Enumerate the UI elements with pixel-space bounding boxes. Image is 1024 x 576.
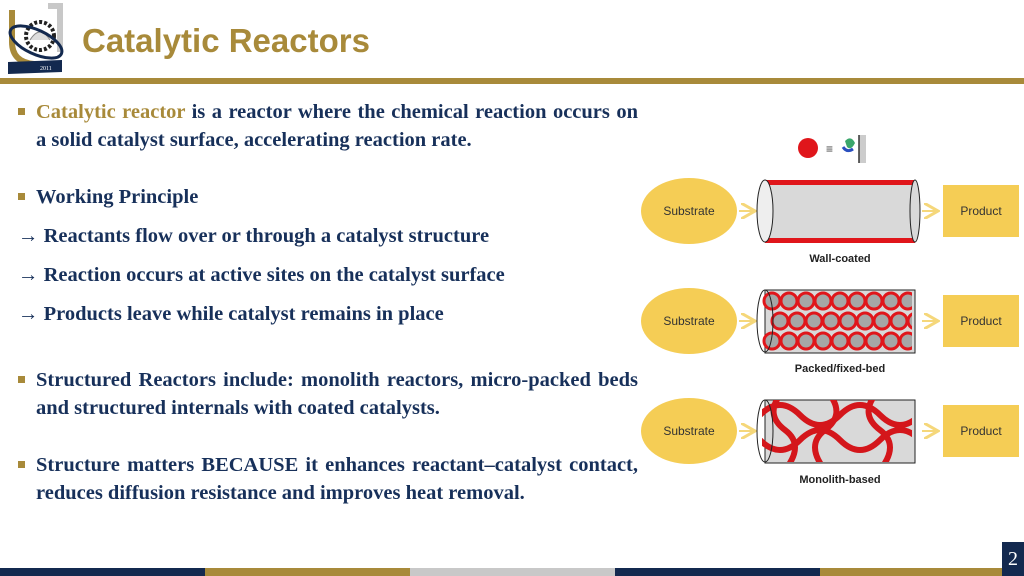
bullet-structure-matters: Structure matters BECAUSE it enhances re…	[16, 451, 638, 507]
university-logo: 2011	[8, 3, 64, 74]
catalyst-bead	[847, 331, 867, 351]
catalyst-bead	[881, 291, 901, 311]
catalyst-bead	[813, 331, 833, 351]
catalyst-bead	[881, 331, 901, 351]
reactor-diagram: ≡ Substrate Product Wall-coated Substrat…	[641, 135, 1019, 486]
catalyst-bead	[787, 311, 807, 331]
catalyst-bead	[864, 291, 884, 311]
catalyst-bead	[838, 311, 858, 331]
substrate-label: Substrate	[663, 424, 715, 438]
product-label: Product	[960, 424, 1002, 438]
step-3: → Products leave while catalyst remains …	[18, 303, 444, 325]
wall-coated-label: Wall-coated	[809, 253, 870, 265]
catalyst-bead	[779, 331, 799, 351]
packed-bed-row: Substrate Product Packed/fixed-bed	[641, 288, 1019, 375]
catalyst-bead	[847, 291, 867, 311]
catalyst-bead	[779, 291, 799, 311]
catalyst-bead	[796, 331, 816, 351]
monolith-label: Monolith-based	[799, 474, 880, 486]
bullet-structured-reactors: Structured Reactors include: monolith re…	[16, 366, 638, 422]
catalyst-bead	[830, 291, 850, 311]
term-highlight: Catalytic reactor	[36, 101, 186, 123]
substrate-label: Substrate	[663, 314, 715, 328]
content-body: Catalytic reactor is a reactor where the…	[16, 98, 638, 507]
substrate-node	[641, 178, 737, 244]
catalyst-bead	[906, 312, 912, 330]
catalyst-bead	[889, 311, 909, 331]
bullet-definition: Catalytic reactor is a reactor where the…	[16, 98, 638, 154]
catalyst-bead	[770, 311, 790, 331]
page-title: Catalytic Reactors	[82, 22, 370, 59]
product-label: Product	[960, 204, 1002, 218]
catalyst-bead	[813, 291, 833, 311]
catalyst-bead	[830, 331, 850, 351]
step-1: → Reactants flow over or through a catal…	[18, 225, 490, 247]
catalyst-bead	[898, 331, 912, 351]
catalyst-legend-dot	[798, 138, 818, 158]
legend-equiv: ≡	[826, 142, 833, 156]
product-node	[943, 185, 1019, 237]
catalyst-bead	[864, 331, 884, 351]
title-rule	[0, 78, 1024, 84]
footer-stripes	[0, 568, 1024, 576]
page-number: 2	[1002, 542, 1024, 576]
catalyst-bead	[872, 311, 892, 331]
monolith-row: Substrate Product Monolith-based	[641, 398, 1019, 486]
catalyst-bead	[804, 311, 824, 331]
product-label: Product	[960, 314, 1002, 328]
catalyst-bead	[855, 311, 875, 331]
catalyst-bead	[898, 291, 912, 311]
catalyst-bead	[796, 291, 816, 311]
catalyst-bead	[821, 311, 841, 331]
packed-bed-label: Packed/fixed-bed	[795, 363, 885, 375]
substrate-label: Substrate	[663, 204, 715, 218]
definition-text: is a reactor where the chemical reaction…	[36, 101, 638, 151]
wall-coated-row: Substrate Product Wall-coated	[641, 178, 1019, 265]
svg-text:2011: 2011	[40, 66, 52, 72]
step-2: → Reaction occurs at active sites on the…	[18, 264, 505, 286]
enzyme-on-wall-icon	[841, 135, 866, 163]
bullet-working-principle: Working Principle	[16, 183, 638, 211]
